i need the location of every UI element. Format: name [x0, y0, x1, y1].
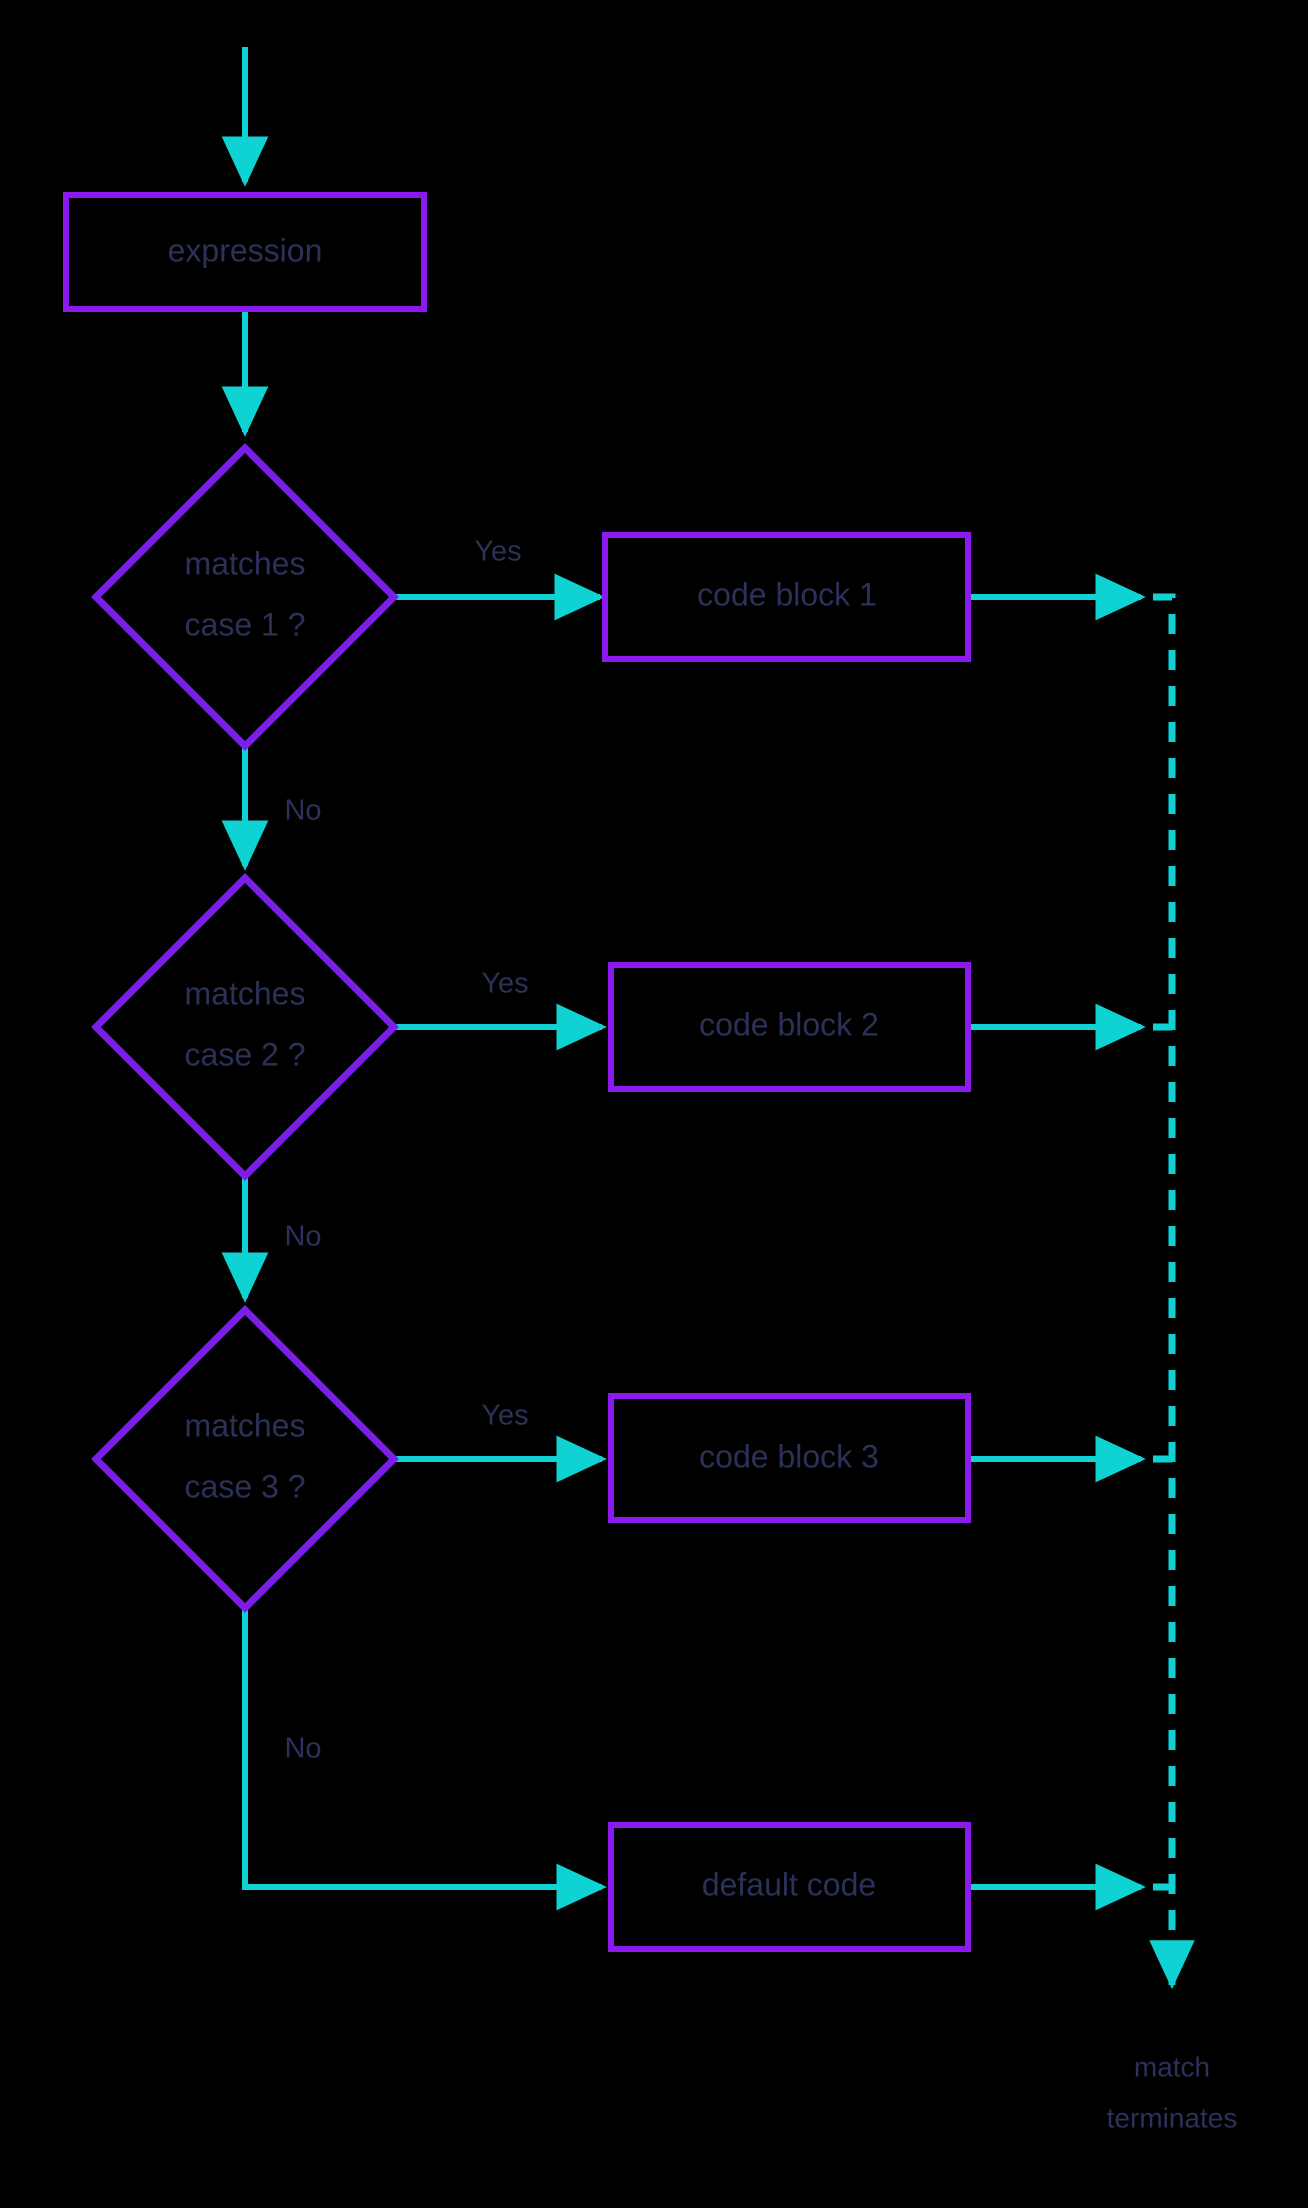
code-block-3-box-shape: [608, 1393, 971, 1523]
decision-1-diamond-shape: [91, 443, 399, 751]
decision-1-label-line-1: matches: [185, 545, 306, 581]
decision-2-label-line-2: case 2 ?: [185, 1036, 306, 1072]
code-block-3-label: code block 3: [699, 1438, 879, 1474]
edge-label-no-1: No: [284, 795, 321, 827]
decision-2-label-line-1: matches: [185, 975, 306, 1011]
decision-2-diamond-shape: [91, 873, 399, 1181]
decision-3-label-line-2: case 3 ?: [185, 1468, 306, 1504]
edge-label-yes-2: Yes: [481, 968, 528, 1000]
edge-decision-3-no-to-default-code: [242, 1608, 607, 1911]
node-decision-3[interactable]: matches case 3 ?: [91, 1305, 399, 1613]
node-default-code[interactable]: default code: [608, 1822, 971, 1952]
merge-rail-dashed: [1149, 593, 1195, 1990]
node-decision-1[interactable]: matches case 1 ?: [91, 443, 399, 751]
terminator-label-line-1: match: [1134, 2051, 1210, 2082]
default-code-label: default code: [702, 1866, 876, 1902]
code-block-1-box-shape: [602, 532, 971, 662]
code-block-2-box-shape: [608, 962, 971, 1092]
node-expression[interactable]: expression: [63, 192, 427, 312]
decision-3-label-line-1: matches: [185, 1407, 306, 1443]
node-code-block-1[interactable]: code block 1: [602, 532, 971, 662]
expression-box-shape: [63, 192, 427, 312]
edge-label-yes-1: Yes: [474, 536, 521, 568]
node-code-block-3[interactable]: code block 3: [608, 1393, 971, 1523]
edge-label-no-2: No: [284, 1221, 321, 1253]
terminator-label-line-2: terminates: [1107, 2102, 1238, 2133]
code-block-2-label: code block 2: [699, 1006, 879, 1042]
connector-layer: [221, 47, 1195, 1990]
code-block-1-label: code block 1: [697, 576, 877, 612]
node-terminator: match terminates: [1107, 2051, 1238, 2133]
edge-label-yes-3: Yes: [481, 1400, 528, 1432]
node-code-block-2[interactable]: code block 2: [608, 962, 971, 1092]
expression-label: expression: [168, 232, 323, 268]
default-code-box-shape: [608, 1822, 971, 1952]
decision-1-label-line-2: case 1 ?: [185, 606, 306, 642]
node-decision-2[interactable]: matches case 2 ?: [91, 873, 399, 1181]
edge-label-no-3: No: [284, 1733, 321, 1765]
decision-3-diamond-shape: [91, 1305, 399, 1613]
